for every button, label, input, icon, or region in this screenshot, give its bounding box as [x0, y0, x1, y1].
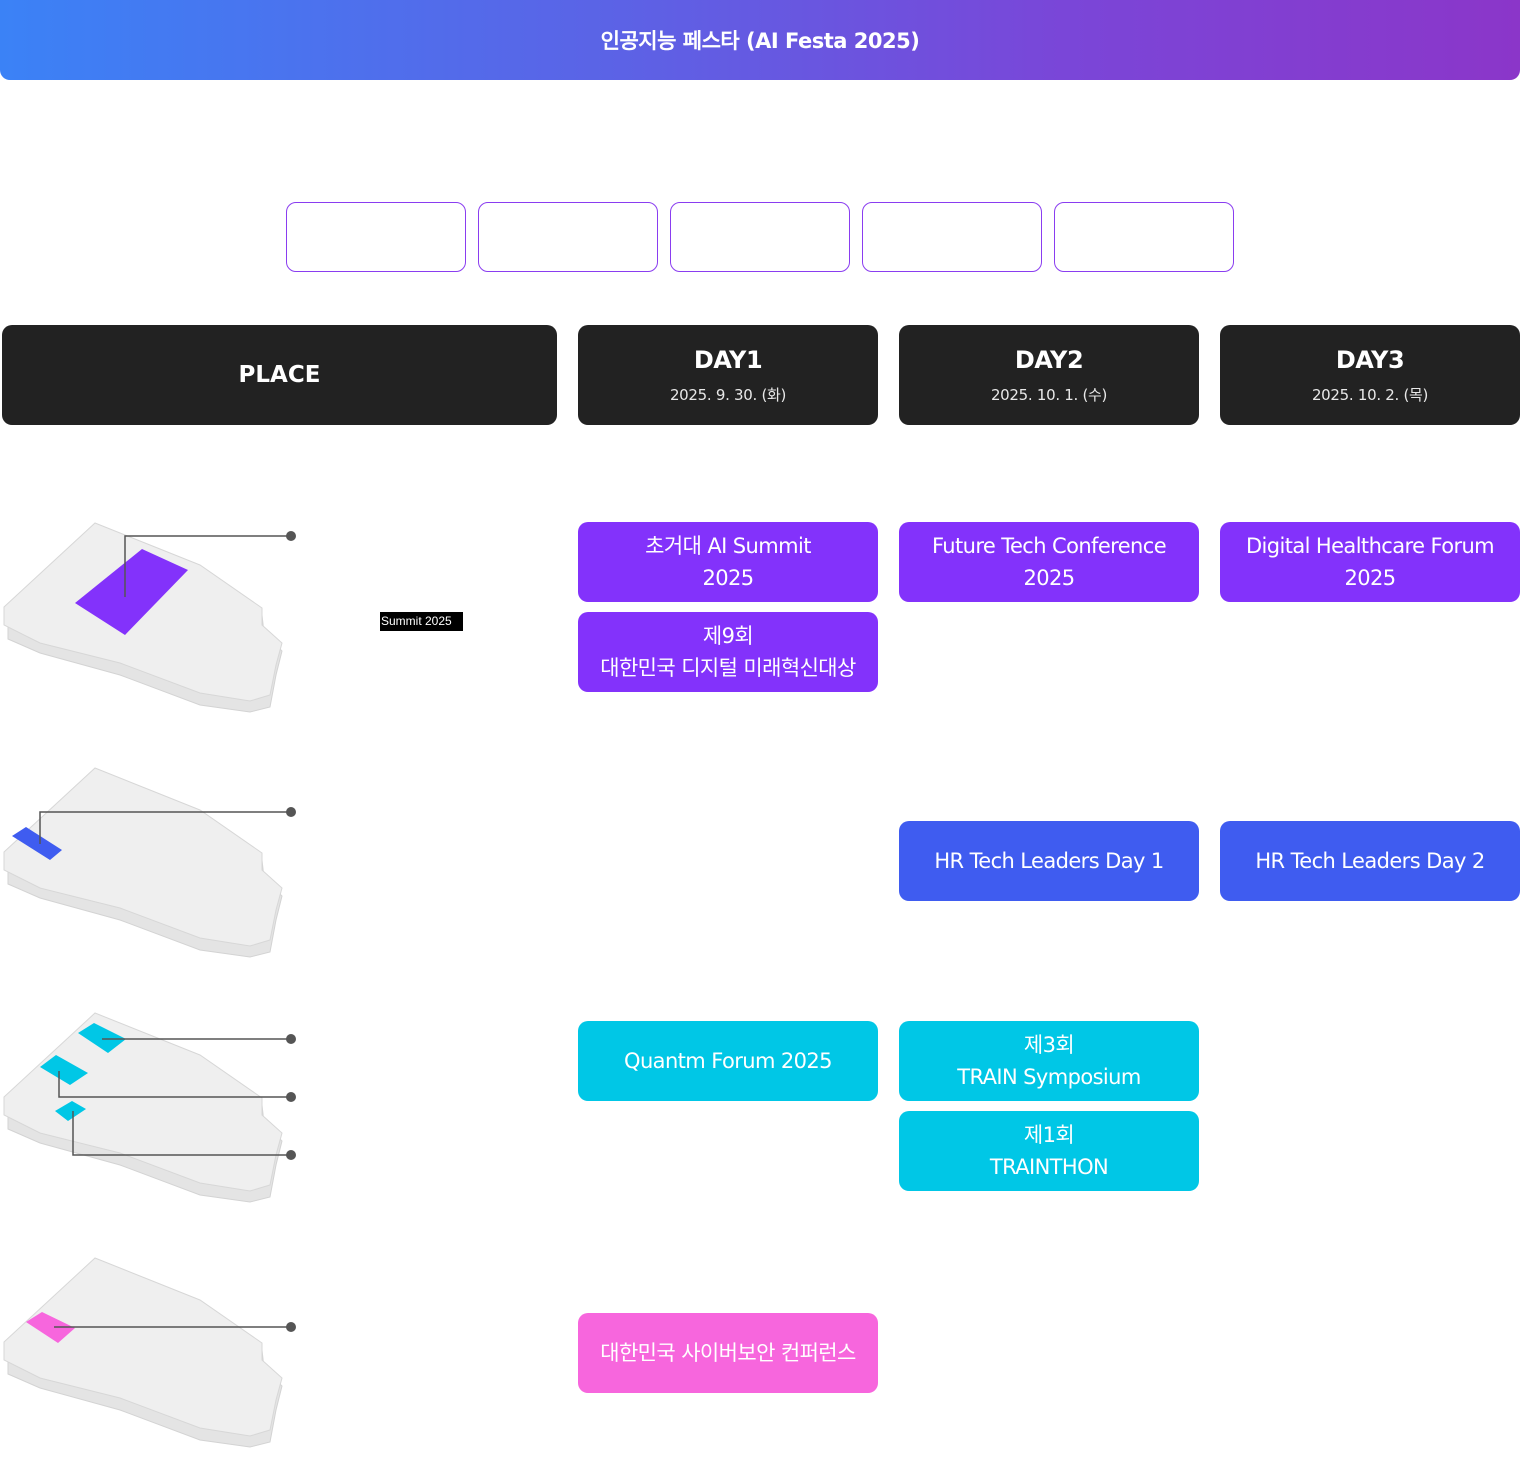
hover-tooltip: Summit 2025 — [380, 612, 463, 631]
venue-highlight-cyan-1 — [78, 1023, 126, 1053]
event-card-ai-summit[interactable]: 초거대 AI Summit 2025 — [578, 522, 878, 602]
venue-map-2 — [0, 760, 300, 960]
venue-map-3 — [0, 1005, 300, 1205]
column-header-day3: DAY3 2025. 10. 2. (목) — [1220, 325, 1520, 425]
event-card-train-symposium[interactable]: 제3회 TRAIN Symposium — [899, 1021, 1199, 1101]
filter-button-group — [286, 202, 1234, 272]
day2-date: 2025. 10. 1. (수) — [990, 385, 1108, 404]
filter-button-3[interactable] — [670, 202, 850, 272]
venue-highlight-blue — [12, 827, 62, 860]
filter-button-5[interactable] — [1054, 202, 1234, 272]
day3-label: DAY3 — [1335, 345, 1405, 374]
venue-map-1 — [0, 515, 300, 715]
filter-button-1[interactable] — [286, 202, 466, 272]
event-card-cyber-security-conference[interactable]: 대한민국 사이버보안 컨퍼런스 — [578, 1313, 878, 1393]
day1-label: DAY1 — [693, 345, 763, 374]
venue-highlight-purple — [75, 549, 188, 635]
venue-highlight-pink — [26, 1312, 75, 1343]
venue-map-4 — [0, 1250, 300, 1450]
event-card-digital-innovation-award[interactable]: 제9회 대한민국 디지털 미래혁신대상 — [578, 612, 878, 692]
event-card-hr-tech-day1[interactable]: HR Tech Leaders Day 1 — [899, 821, 1199, 901]
page-title: 인공지능 페스타 (AI Festa 2025) — [600, 29, 920, 53]
column-header-day2: DAY2 2025. 10. 1. (수) — [899, 325, 1199, 425]
event-card-hr-tech-day2[interactable]: HR Tech Leaders Day 2 — [1220, 821, 1520, 901]
event-card-quantm-forum[interactable]: Quantm Forum 2025 — [578, 1021, 878, 1101]
filter-button-4[interactable] — [862, 202, 1042, 272]
event-card-future-tech-conference[interactable]: Future Tech Conference 2025 — [899, 522, 1199, 602]
column-header-place: PLACE — [2, 325, 557, 425]
venue-highlight-cyan-2 — [40, 1055, 88, 1085]
event-card-trainthon[interactable]: 제1회 TRAINTHON — [899, 1111, 1199, 1191]
day1-date: 2025. 9. 30. (화) — [669, 385, 787, 404]
event-card-digital-healthcare-forum[interactable]: Digital Healthcare Forum 2025 — [1220, 522, 1520, 602]
filter-button-2[interactable] — [478, 202, 658, 272]
venue-highlight-cyan-3 — [55, 1101, 86, 1121]
place-label: PLACE — [238, 362, 321, 388]
day3-date: 2025. 10. 2. (목) — [1311, 385, 1429, 404]
page-header: 인공지능 페스타 (AI Festa 2025) — [0, 0, 1520, 80]
day2-label: DAY2 — [1014, 345, 1084, 374]
column-header-day1: DAY1 2025. 9. 30. (화) — [578, 325, 878, 425]
